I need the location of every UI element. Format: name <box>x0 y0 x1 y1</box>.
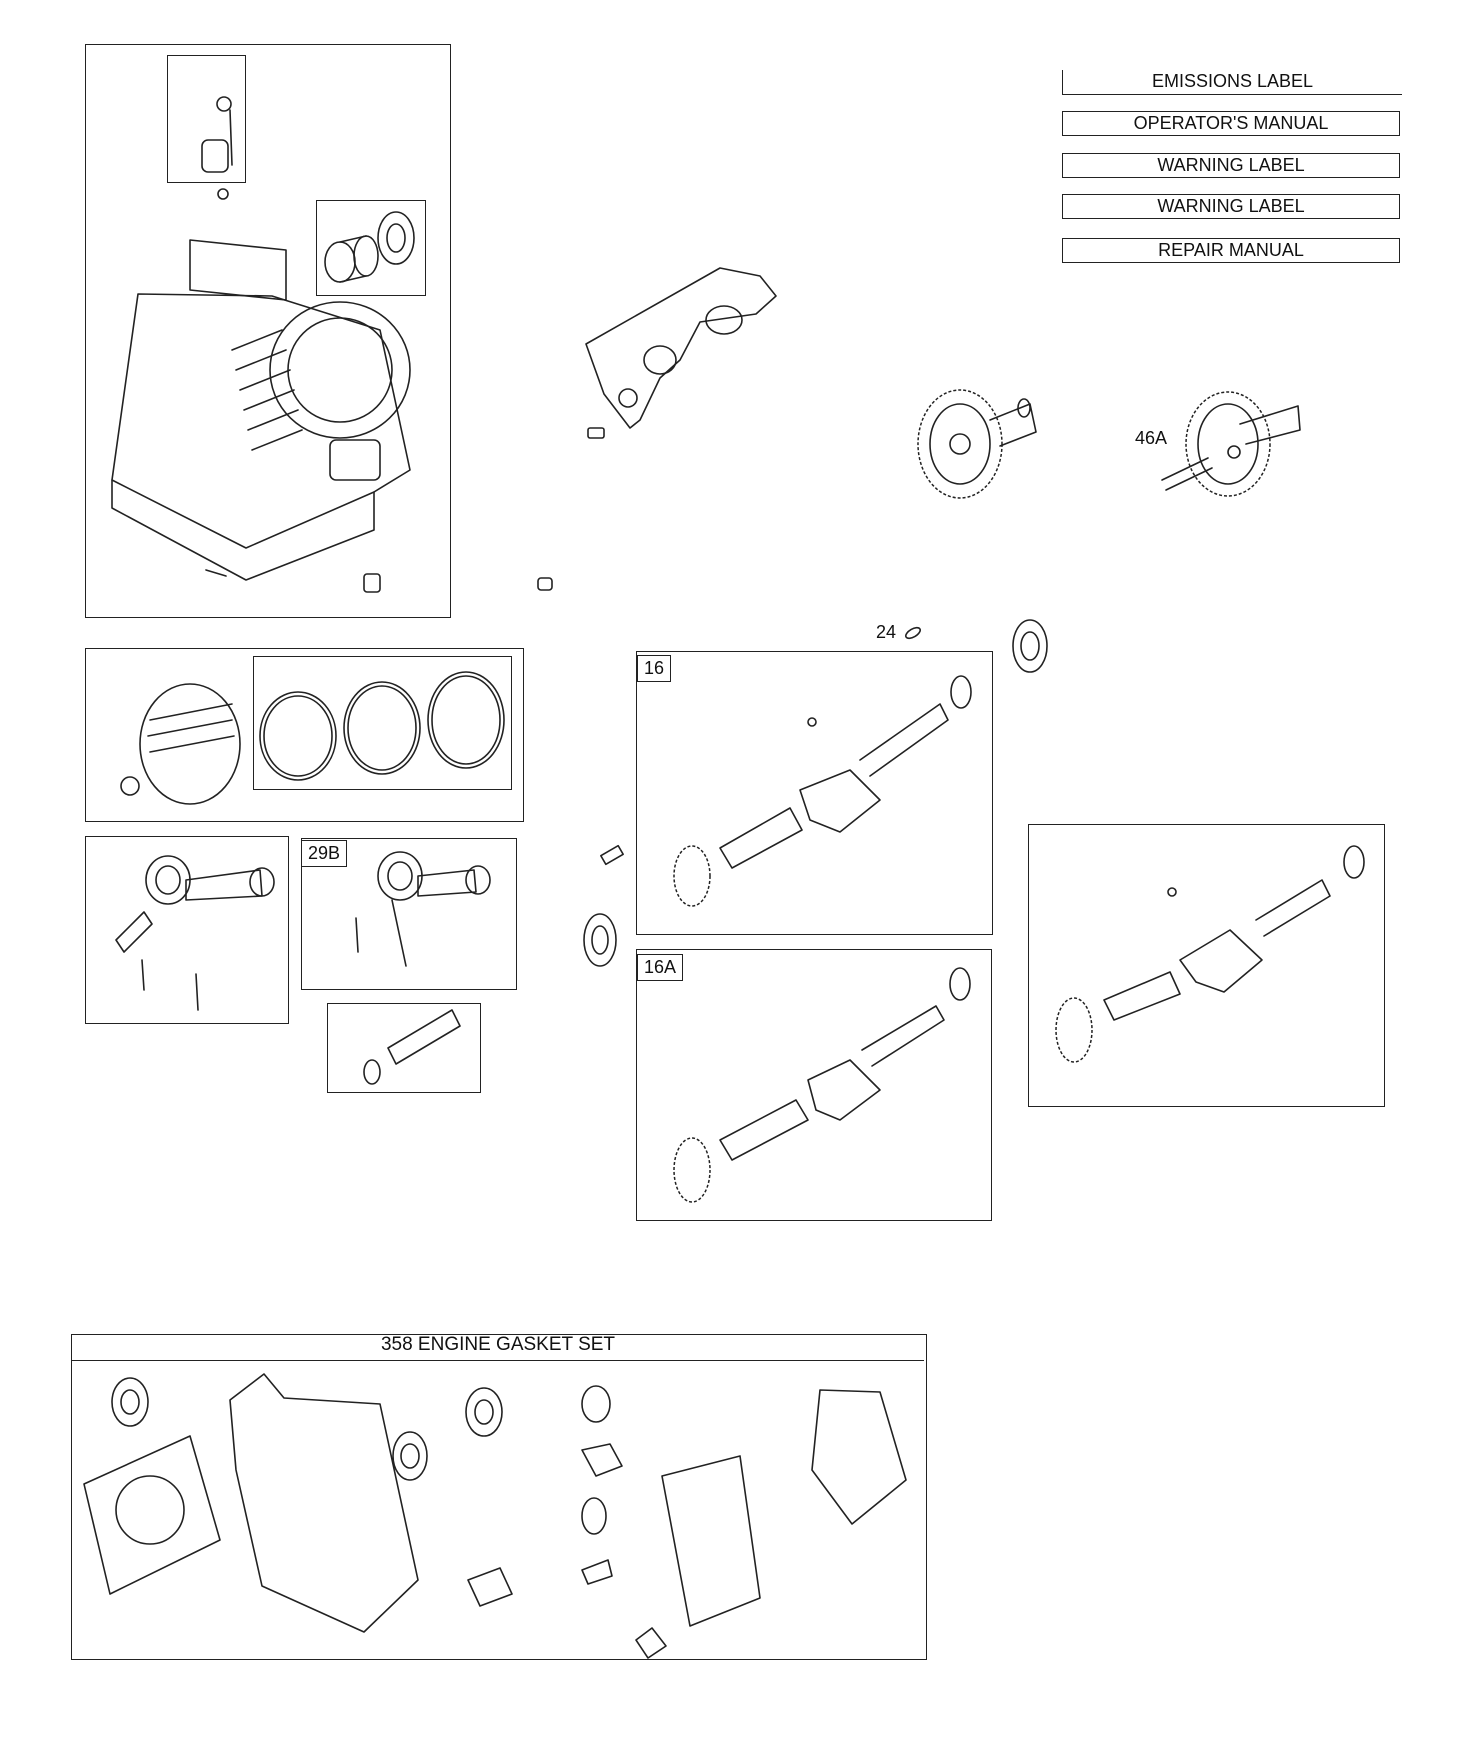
breather-valve-subgroup <box>167 55 246 183</box>
repair-manual-item[interactable]: REPAIR MANUAL <box>1062 238 1400 263</box>
callout-16: 16 <box>637 655 672 682</box>
camshaft-icon <box>917 389 1037 499</box>
piston-icon <box>120 683 241 805</box>
cylinder-block-group <box>85 44 451 618</box>
operators-manual-item[interactable]: OPERATOR'S MANUAL <box>1062 111 1400 136</box>
crankshaft-16-icon <box>673 675 972 907</box>
connecting-rod-29b-icon <box>355 851 491 967</box>
engine-gasket-set-group <box>71 1334 927 1660</box>
cylinder-block-icon <box>111 239 411 593</box>
key-24-icon <box>904 626 922 640</box>
bushing-seal-icon <box>324 211 415 283</box>
callout-46a: 46A <box>1135 428 1168 448</box>
connecting-rod-icon <box>115 855 275 1011</box>
callout-24: 24 <box>876 622 897 642</box>
crankshaft-16a-icon <box>673 967 971 1203</box>
callout-29b: 29B <box>301 840 348 867</box>
emissions-label-item[interactable]: EMISSIONS LABEL <box>1062 70 1402 95</box>
gasket-set-title: 358 ENGINE GASKET SET <box>72 1330 924 1361</box>
piston-rings-icon <box>259 671 505 781</box>
crankshaft-alt-group <box>1028 824 1385 1107</box>
oil-seal-icon <box>583 619 1048 967</box>
camshaft-46a-icon <box>1161 391 1301 497</box>
engine-cover-icon <box>537 267 777 591</box>
crankshaft-16-group <box>636 651 993 935</box>
breather-icon <box>201 96 233 200</box>
callout-16a: 16A <box>637 954 684 981</box>
crankshaft-16a-group <box>636 949 992 1221</box>
gasket-set-icon <box>83 1373 907 1659</box>
crankshaft-alt-icon <box>1055 845 1365 1063</box>
warning-label-item-1[interactable]: WARNING LABEL <box>1062 153 1400 178</box>
piston-pin-icon <box>363 1009 461 1085</box>
warning-label-item-2[interactable]: WARNING LABEL <box>1062 194 1400 219</box>
